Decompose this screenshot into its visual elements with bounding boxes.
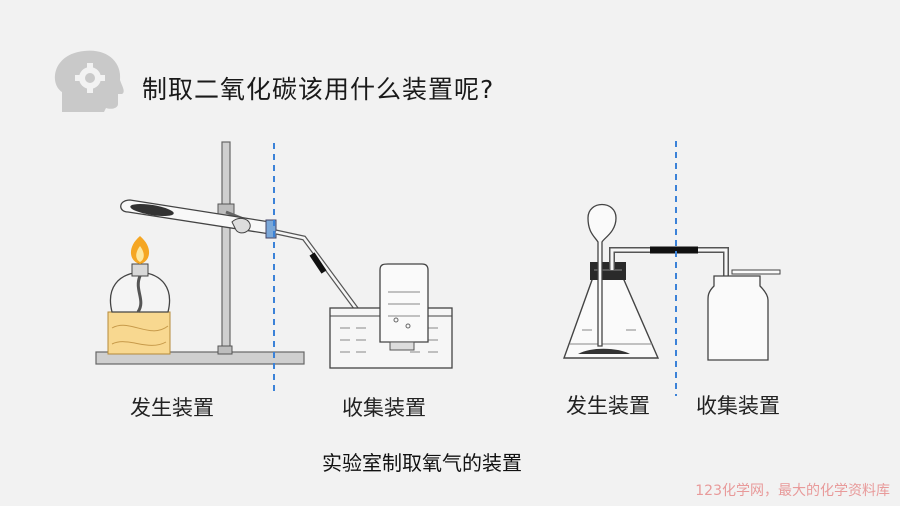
label-left-collection: 收集装置	[342, 396, 426, 420]
gas-collecting-bottle-inverted	[379, 263, 429, 351]
flame	[130, 236, 150, 264]
label-right-generation: 发生装置	[566, 394, 650, 418]
label-right-collection: 收集装置	[696, 394, 780, 418]
diagram-caption: 实验室制取氧气的装置	[322, 451, 522, 475]
long-neck-funnel	[587, 203, 617, 347]
head-gear-icon	[54, 50, 124, 112]
page-title: 制取二氧化碳该用什么装置呢?	[142, 75, 495, 104]
test-tube	[120, 199, 277, 239]
wood-block	[107, 311, 171, 355]
label-left-generation: 发生装置	[130, 396, 214, 420]
watermark: 123化学网，最大的化学资料库	[695, 483, 890, 499]
alcohol-lamp	[109, 263, 171, 313]
gas-collecting-bottle-upright	[707, 269, 781, 361]
conical-flask	[563, 262, 660, 359]
